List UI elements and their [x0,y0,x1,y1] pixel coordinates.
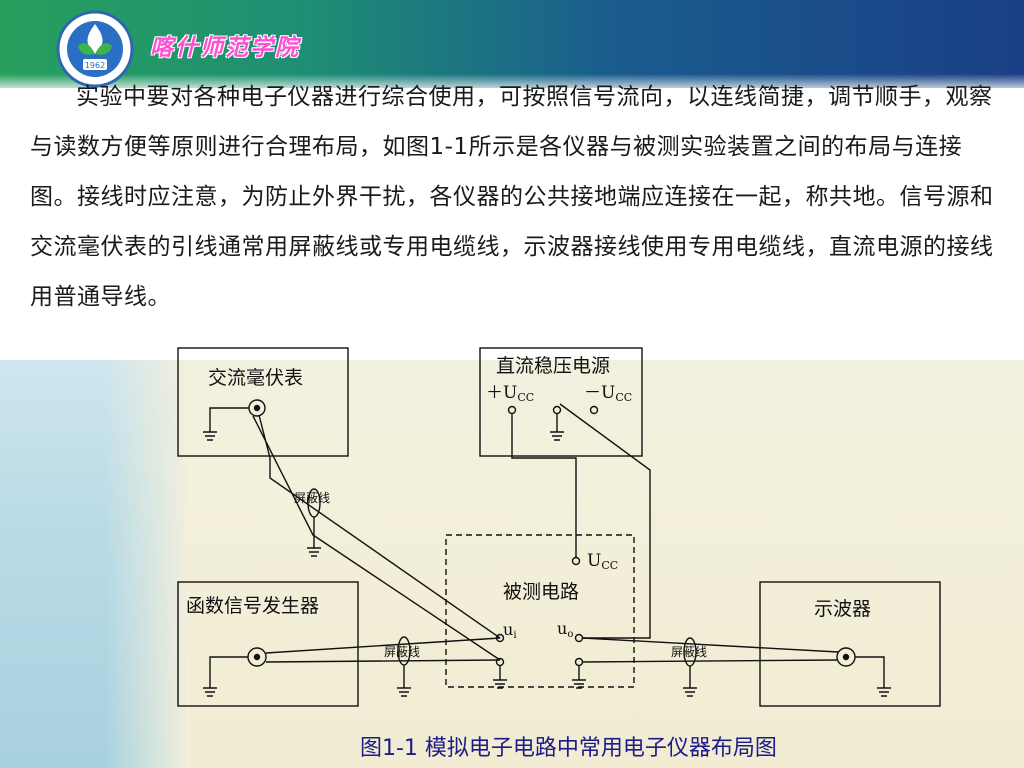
label-shield-top: 屏蔽线 [294,491,330,505]
school-name: 喀什师范学院 [150,34,300,61]
label-circuit-under-test: 被测电路 [503,581,579,603]
header-band [0,0,1024,92]
label-shield-right: 屏蔽线 [671,645,707,659]
label-plus-ucc: ＋UCC [486,383,534,404]
ac-millivoltmeter-box [177,347,349,457]
text-panel [0,88,1024,360]
label-uo: uo [557,619,573,640]
dc-power-supply-box [479,347,643,457]
figure-caption: 图1-1 模拟电子电路中常用电子仪器布局图 [360,736,777,761]
school-logo: 1962 [56,10,134,88]
label-dc-power-supply: 直流稳压电源 [496,355,610,377]
logo-year: 1962 [85,61,105,70]
function-generator-box [177,581,359,707]
background-decoration [0,360,190,768]
label-oscilloscope: 示波器 [814,598,871,620]
oscilloscope-box [759,581,941,707]
label-function-generator: 函数信号发生器 [186,595,319,617]
label-ucc: UCC [587,551,618,572]
label-ac-millivoltmeter: 交流毫伏表 [208,367,303,389]
label-minus-ucc: －UCC [584,383,632,404]
body-paragraph: 实验中要对各种电子仪器进行综合使用，可按照信号流向，以连线简捷，调节顺手，观察与… [30,84,994,310]
label-shield-left: 屏蔽线 [384,645,420,659]
circuit-under-test-box [445,534,635,688]
label-ui: ui [503,620,517,641]
